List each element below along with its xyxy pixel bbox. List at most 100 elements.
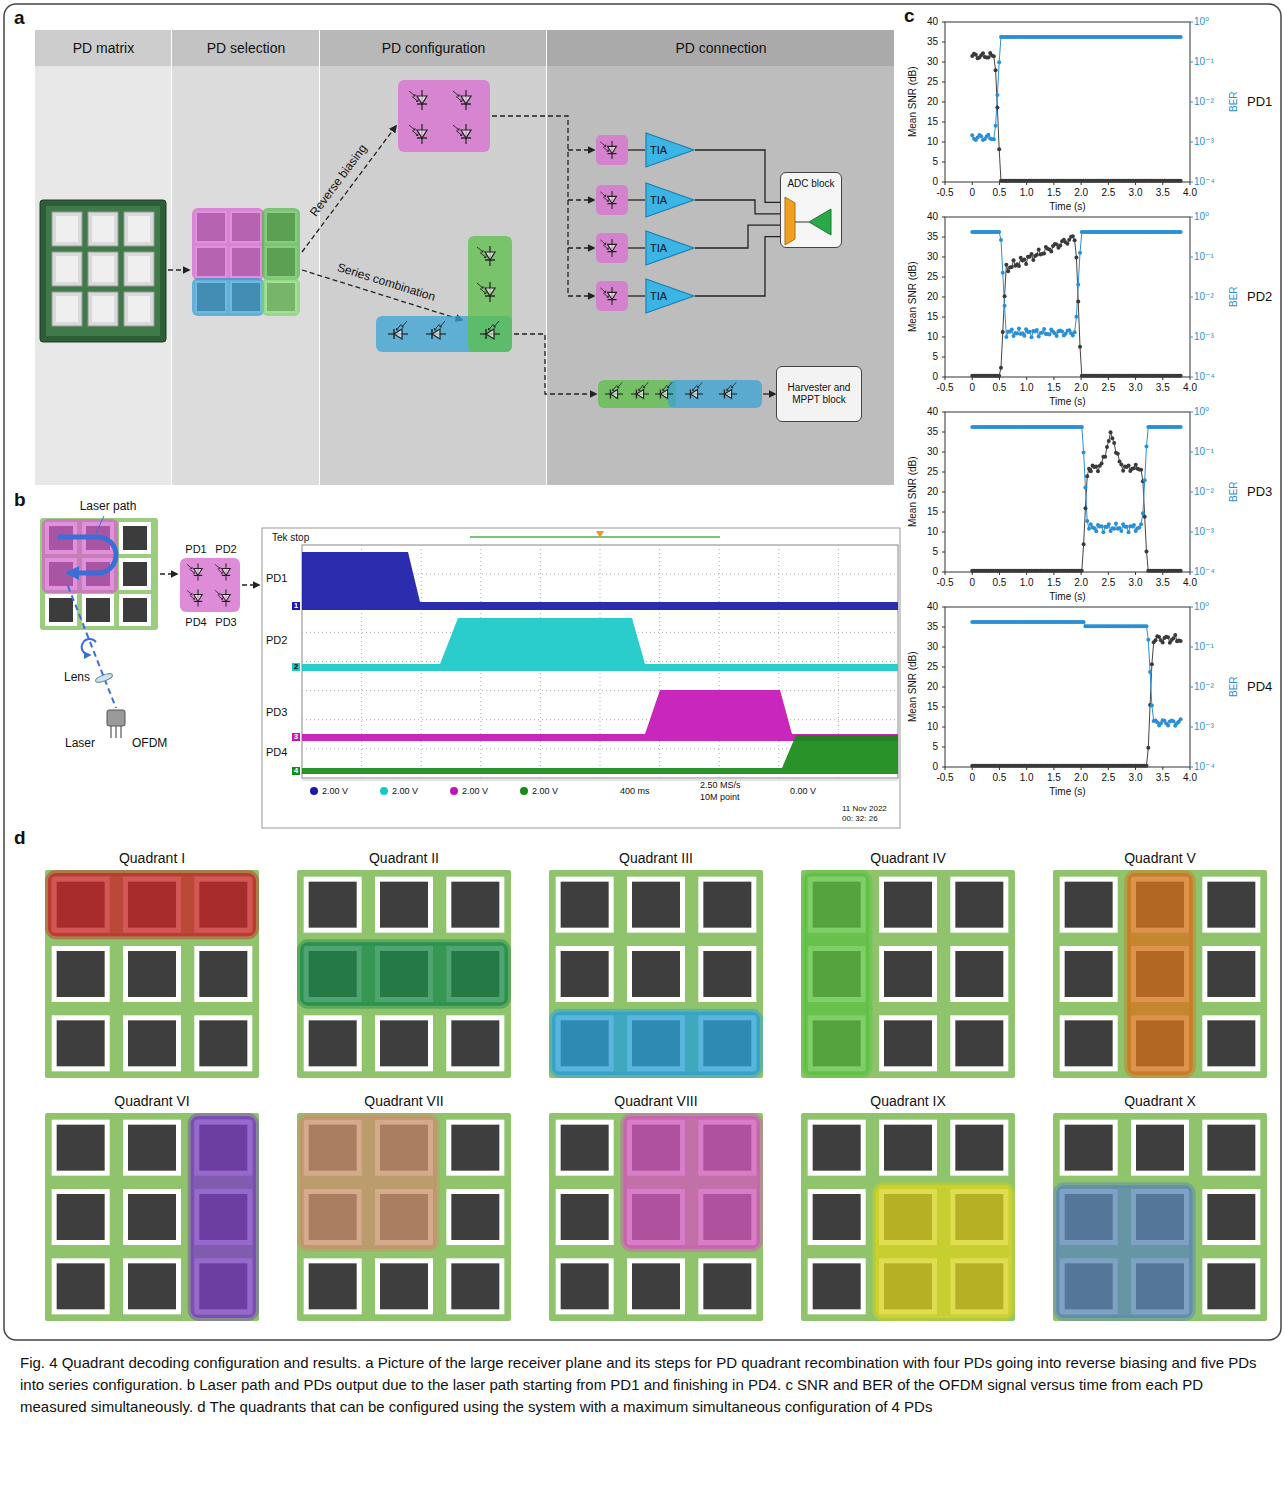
amplifier-shape (646, 231, 694, 265)
tick-label: 40 (927, 211, 938, 223)
pd-cell (199, 1020, 247, 1066)
ber-point (1080, 425, 1084, 429)
scope-readout: 2.00 V (322, 786, 348, 796)
snr-point (1003, 294, 1007, 298)
ber-line (972, 427, 1180, 532)
photodiode-symbol (187, 564, 202, 581)
snr-point (1107, 439, 1111, 443)
tick-label: 1.5 (1047, 382, 1061, 394)
tick-label: 3.5 (1156, 577, 1170, 589)
tick-mark (1108, 572, 1109, 575)
snr-point (995, 105, 999, 109)
pd-cell (703, 951, 751, 997)
pd-cell (1207, 1194, 1255, 1240)
pd-cell (380, 882, 428, 928)
snr-point (1144, 549, 1148, 553)
tick-label: -0.5 (936, 187, 953, 199)
tick-mark (942, 122, 945, 123)
axis-title: BER (1227, 482, 1239, 503)
tick-mark (942, 62, 945, 63)
photodiode-symbol (222, 595, 231, 602)
axis-title: BER (1227, 677, 1239, 698)
pd-cell (128, 1263, 176, 1309)
ber-point (1139, 522, 1143, 526)
quadrant-highlight (300, 1116, 437, 1249)
pd-cell (128, 1125, 176, 1171)
pd-box (596, 135, 628, 165)
pd-cell (884, 1020, 932, 1066)
tick-label: 10⁻² (1194, 486, 1214, 498)
quadrant-grid (45, 870, 259, 1078)
tick-label: 20 (927, 681, 938, 693)
tick-mark (1190, 452, 1193, 453)
oscilloscope-screen (302, 545, 898, 778)
tick-label: 10⁻⁴ (1194, 176, 1215, 188)
snr-ber-chart (942, 412, 1193, 575)
tick-label: 20 (927, 291, 938, 303)
tick-label: 15 (927, 701, 938, 713)
tick-mark (942, 727, 945, 728)
amplifier-label: TIA (645, 230, 695, 266)
panel-letter: b (14, 489, 26, 511)
dashed-arrow (160, 573, 177, 574)
column-band (172, 66, 319, 485)
ber-point (1107, 522, 1111, 526)
lens (95, 672, 114, 684)
tick-label: 3.5 (1156, 772, 1170, 784)
ber-point (1141, 511, 1145, 515)
photodiode-symbol (417, 96, 427, 104)
pd-cell (446, 1189, 504, 1245)
pd-cell (309, 882, 357, 928)
quadrant-grid (297, 870, 511, 1078)
pd-cell (1065, 1125, 1113, 1171)
tick-mark (942, 607, 945, 608)
tick-label: 10⁻³ (1194, 526, 1214, 538)
laser-setup (40, 516, 259, 738)
photodiode-symbol (724, 390, 725, 399)
snr-point (1012, 258, 1016, 262)
tick-label: 10⁻³ (1194, 136, 1214, 148)
pd-cell (955, 1020, 1003, 1066)
scope-readout: 2.00 V (392, 786, 418, 796)
pd-cell (1131, 1120, 1189, 1176)
photodiode-symbol (432, 329, 440, 339)
pd-cell (627, 946, 685, 1002)
tick-label: 5 (932, 741, 938, 753)
tick-label: 35 (927, 426, 938, 438)
arrow (763, 393, 775, 394)
quadrant-title: Quadrant VIII (549, 1091, 763, 1111)
photodiode-symbol (600, 288, 608, 297)
photodiode-symbol (485, 252, 495, 260)
oscilloscope-screen (302, 719, 898, 720)
pd-box (596, 281, 628, 311)
ber-point (1082, 620, 1086, 624)
dashed-arrow (568, 295, 594, 296)
trace-name: PD1 (266, 572, 287, 585)
dashed-arrow (568, 199, 594, 200)
pd-cell (561, 1263, 609, 1309)
ber-point (1148, 670, 1152, 674)
quadrant-title: Quadrant IV (801, 848, 1015, 868)
quadrant-highlight (48, 873, 256, 936)
signal-wire (695, 200, 780, 214)
tick-label: 10⁻² (1194, 291, 1214, 303)
pd-cell (1060, 877, 1118, 933)
block-label: ADC block (787, 175, 834, 190)
quadrant-grid (45, 1113, 259, 1321)
plot-frame (945, 412, 1190, 572)
photodiode-symbol (608, 153, 617, 154)
amplifier-triangle: TIA (645, 182, 695, 218)
tick-label: 40 (927, 16, 938, 28)
figure-frame (4, 4, 1281, 1340)
ber-point (1073, 330, 1077, 334)
ber-point (1144, 624, 1148, 628)
pd-matrix-photo (128, 216, 150, 242)
pd-cell (561, 1125, 609, 1171)
tick-label: 0 (932, 371, 938, 383)
tick-mark (1190, 532, 1193, 533)
tick-label: 35 (927, 621, 938, 633)
arrow-label: Series combination (335, 261, 437, 305)
column-band (547, 66, 894, 485)
photodiode-symbol (685, 382, 703, 398)
